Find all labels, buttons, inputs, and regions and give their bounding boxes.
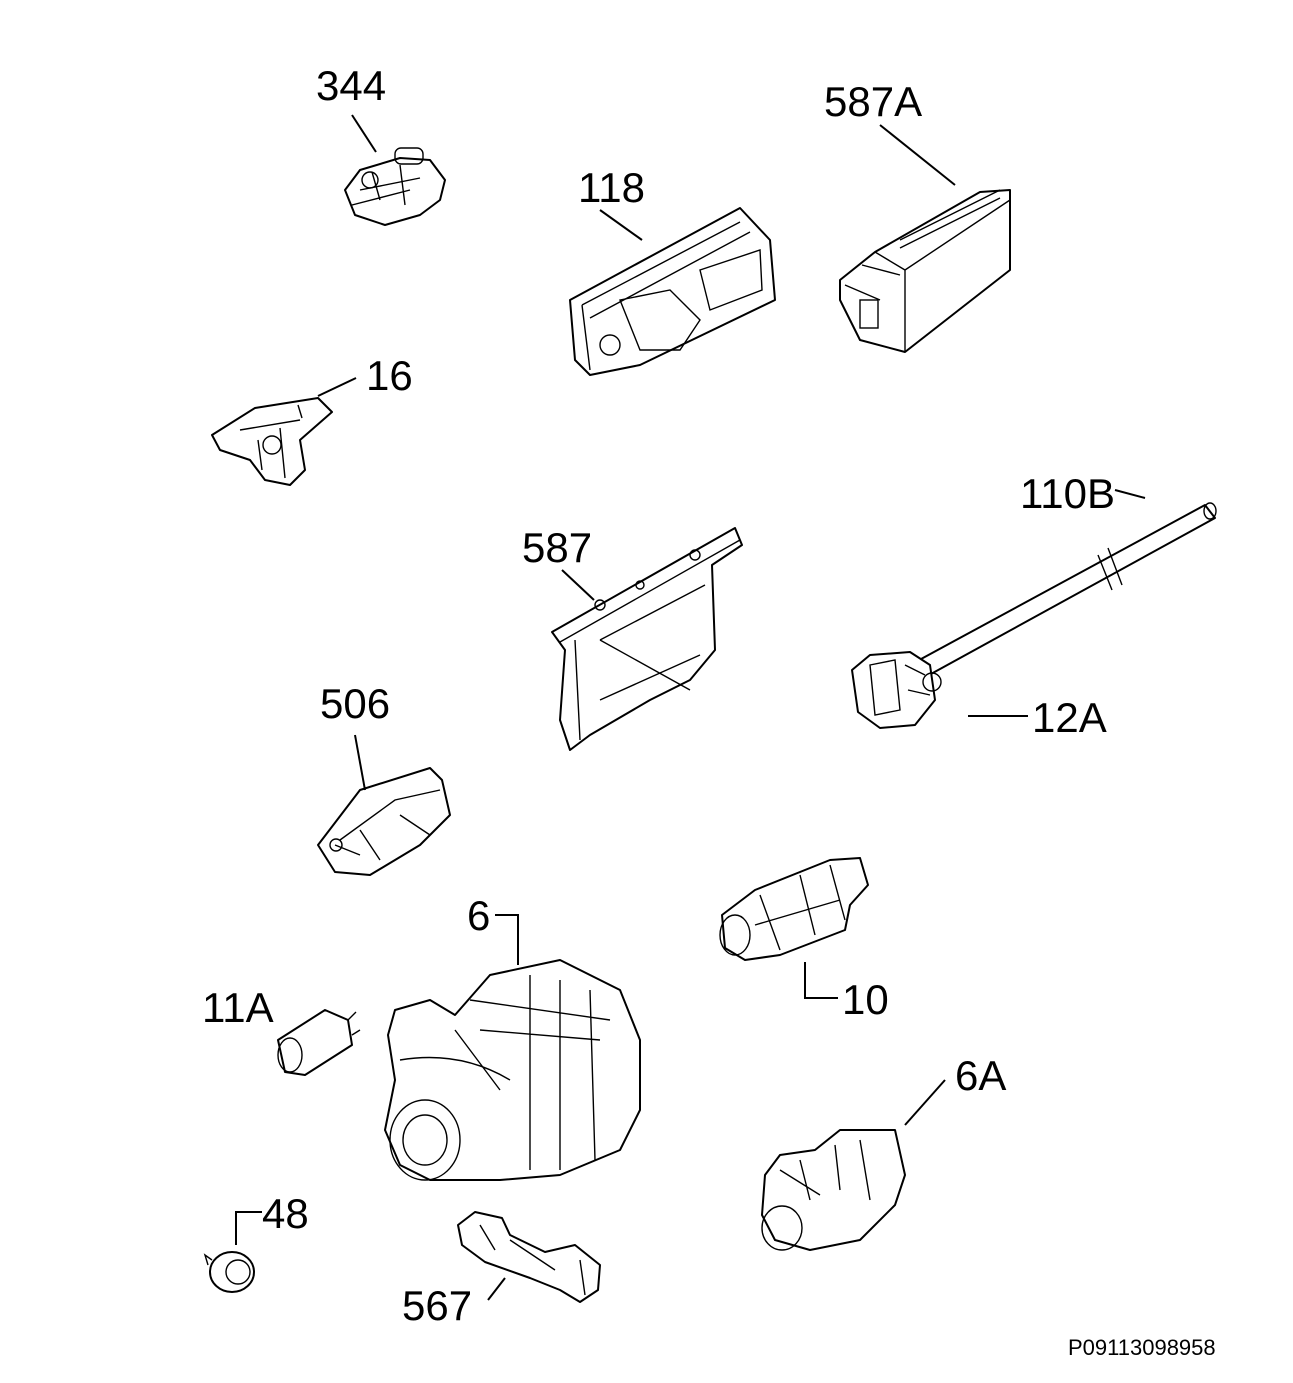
part-10[interactable] bbox=[719, 857, 869, 961]
part-506[interactable] bbox=[317, 767, 451, 876]
part-12A-actuator[interactable] bbox=[851, 651, 942, 729]
leader-6 bbox=[495, 914, 519, 965]
label-567: 567 bbox=[402, 1282, 472, 1329]
label-587: 587 bbox=[522, 524, 592, 571]
leader-506 bbox=[354, 734, 366, 791]
leader-110B bbox=[1114, 489, 1146, 499]
label-6: 6 bbox=[467, 892, 490, 939]
leader-587 bbox=[561, 569, 595, 601]
label-344: 344 bbox=[316, 62, 386, 109]
diagram-reference-code: P09113098958 bbox=[1068, 1335, 1216, 1360]
leader-6A bbox=[904, 1079, 946, 1126]
leader-344 bbox=[351, 114, 377, 153]
part-11A[interactable] bbox=[277, 1009, 361, 1076]
part-344[interactable] bbox=[344, 147, 446, 226]
part-110B-rod[interactable] bbox=[909, 502, 1217, 681]
part-587A[interactable] bbox=[839, 189, 1011, 353]
leader-10 bbox=[804, 962, 838, 999]
part-587[interactable] bbox=[551, 527, 743, 751]
label-110B: 110B bbox=[1020, 470, 1115, 517]
label-506: 506 bbox=[320, 680, 390, 727]
leader-48 bbox=[235, 1211, 262, 1245]
label-587A: 587A bbox=[824, 78, 922, 125]
label-118: 118 bbox=[578, 164, 645, 211]
leader-16 bbox=[317, 377, 357, 397]
label-11A: 11A bbox=[202, 984, 274, 1031]
label-10: 10 bbox=[842, 976, 889, 1023]
leader-118 bbox=[599, 209, 643, 241]
part-48[interactable] bbox=[203, 1251, 255, 1293]
part-6[interactable] bbox=[384, 959, 641, 1181]
label-6A: 6A bbox=[955, 1052, 1006, 1099]
part-16[interactable] bbox=[211, 397, 333, 486]
part-567[interactable] bbox=[457, 1211, 601, 1303]
part-6A[interactable] bbox=[761, 1129, 906, 1251]
label-48: 48 bbox=[262, 1190, 309, 1237]
label-12A: 12A bbox=[1032, 694, 1107, 741]
leader-587A bbox=[879, 124, 956, 186]
leader-567 bbox=[487, 1277, 506, 1301]
part-118[interactable] bbox=[569, 207, 776, 376]
label-16: 16 bbox=[366, 352, 413, 399]
